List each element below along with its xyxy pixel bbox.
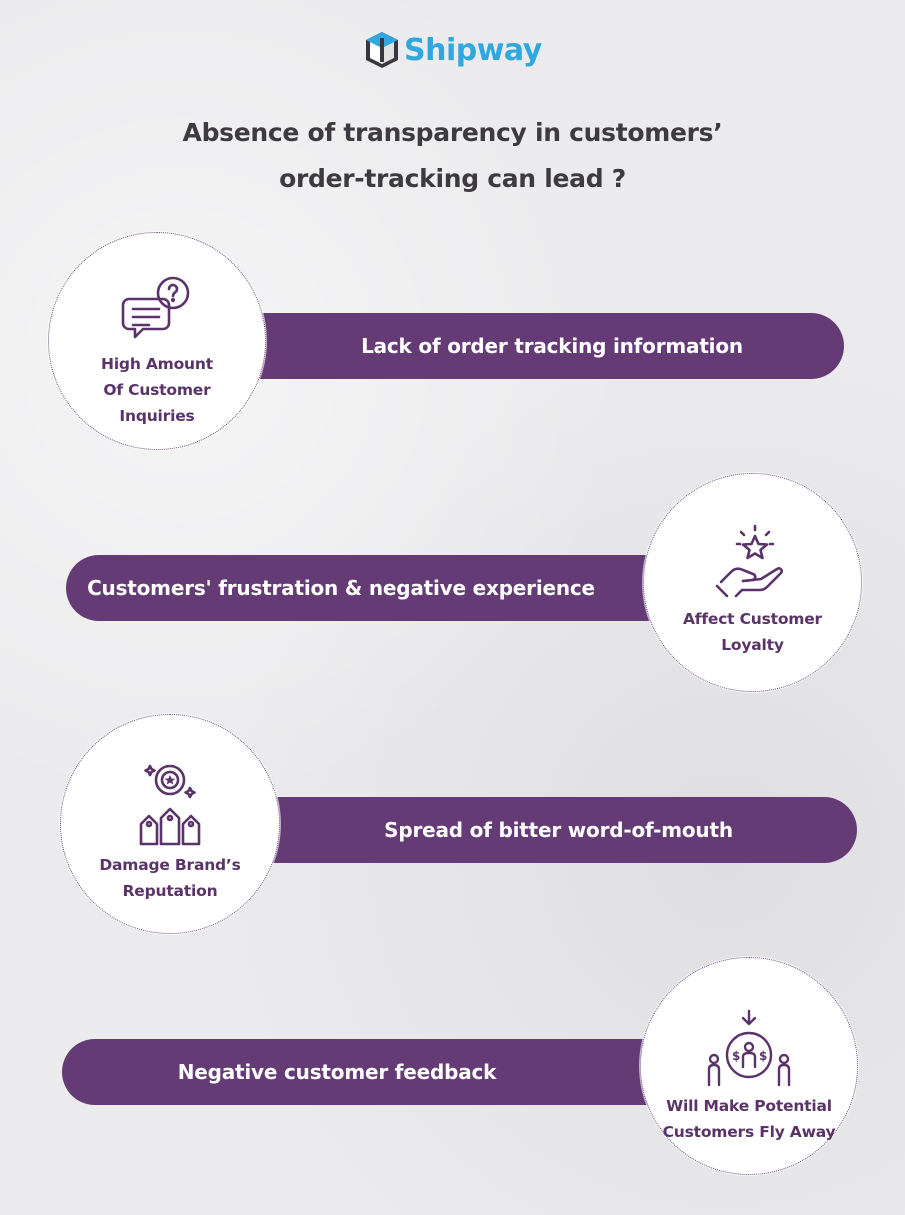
- brand-name: Shipway: [404, 32, 542, 68]
- circle-brand-reputation: Damage Brand’s Reputation: [60, 714, 280, 934]
- hand-star-icon: [715, 524, 783, 597]
- circle-customer-loyalty: Affect Customer Loyalty: [643, 473, 862, 692]
- pill-text: Negative customer feedback: [177, 1060, 497, 1084]
- circle-customer-inquiries: High Amount Of Customer Inquiries: [48, 232, 266, 450]
- circle-label: Affect Customer Loyalty: [683, 609, 822, 654]
- shipway-logo: Shipway: [364, 28, 542, 72]
- svg-text:$: $: [732, 1049, 740, 1063]
- pill-bitter-word-of-mouth: Spread of bitter word-of-mouth: [230, 797, 857, 863]
- headline-line-2: order-tracking can lead ?: [279, 164, 626, 193]
- box-logo-icon: [366, 32, 398, 68]
- headline-line-1: Absence of transparency in customers’: [182, 118, 723, 147]
- pill-text: Customers' frustration & negative experi…: [87, 576, 595, 600]
- chat-question-icon: [121, 276, 190, 339]
- pill-customer-frustration: Customers' frustration & negative experi…: [66, 555, 686, 621]
- circle-label: Damage Brand’s Reputation: [99, 856, 241, 900]
- circle-label: Will Make Potential Customers Fly Away: [662, 1097, 836, 1141]
- pill-negative-feedback: Negative customer feedback: [62, 1039, 682, 1105]
- circle-label: High Amount Of Customer Inquiries: [101, 355, 213, 425]
- customers-money-icon: $ $: [707, 1009, 791, 1087]
- circle-customers-fly-away: $ $ Will Make Potential Customers Fly Aw…: [640, 957, 858, 1175]
- pill-text: Spread of bitter word-of-mouth: [384, 818, 733, 842]
- brand-tags-icon: [139, 764, 201, 846]
- svg-text:$: $: [759, 1049, 767, 1063]
- pill-text: Lack of order tracking information: [361, 334, 743, 358]
- pill-lack-of-tracking: Lack of order tracking information: [200, 313, 844, 379]
